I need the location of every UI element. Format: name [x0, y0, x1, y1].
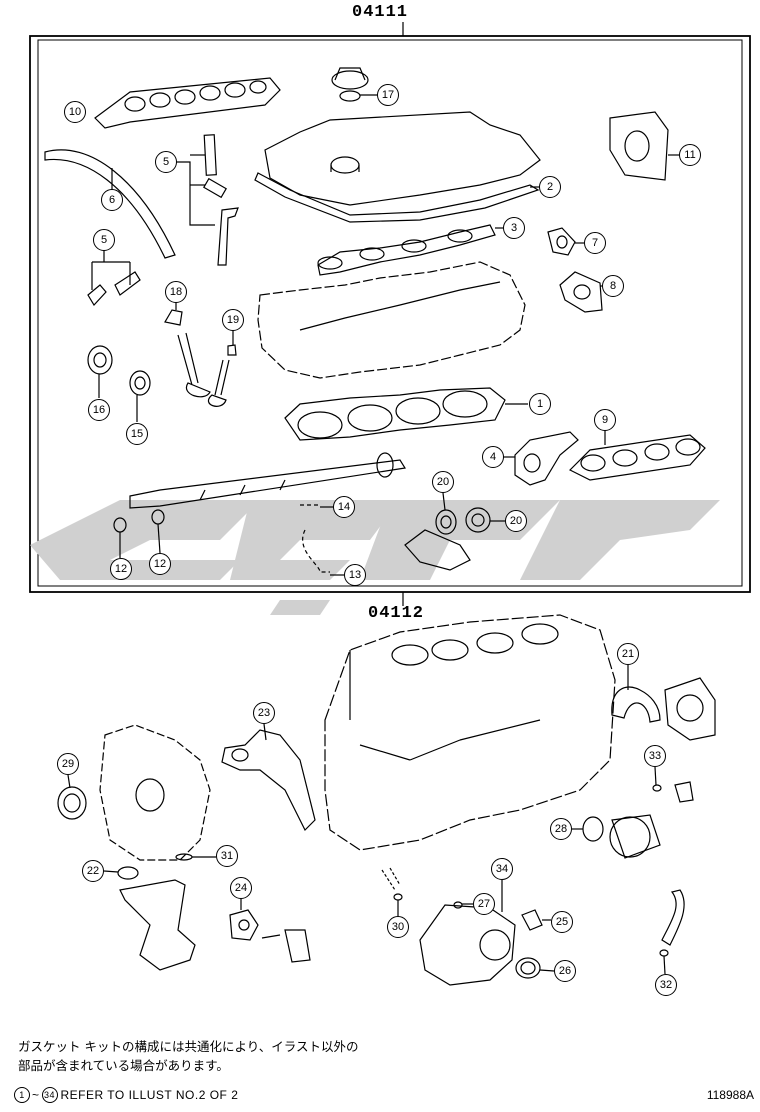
- callout-part-16: 16: [88, 399, 110, 421]
- callout-part-32: 32: [655, 974, 677, 996]
- callout-part-6: 6: [101, 189, 123, 211]
- callout-part-8: 8: [602, 275, 624, 297]
- callout-part-9: 9: [594, 409, 616, 431]
- callout-part-4: 4: [482, 446, 504, 468]
- callout-part-22: 22: [82, 860, 104, 882]
- callout-part-28: 28: [550, 818, 572, 840]
- callout-part-12: 12: [110, 558, 132, 580]
- watermark-logo: [30, 500, 720, 615]
- callout-part-17: 17: [377, 84, 399, 106]
- kit-04111-frame: [29, 35, 751, 593]
- reference-text: REFER TO ILLUST NO.2 OF 2: [60, 1088, 239, 1102]
- callout-part-12: 12: [149, 553, 171, 575]
- reference-note: 1 ~ 34 REFER TO ILLUST NO.2 OF 2: [14, 1087, 238, 1103]
- callout-part-29: 29: [57, 753, 79, 775]
- callout-part-34: 34: [491, 858, 513, 880]
- callout-part-10: 10: [64, 101, 86, 123]
- callout-part-14: 14: [333, 496, 355, 518]
- callout-part-13: 13: [344, 564, 366, 586]
- reference-tilde: ~: [32, 1088, 40, 1102]
- callout-part-21: 21: [617, 643, 639, 665]
- callout-part-24: 24: [230, 877, 252, 899]
- callout-part-31: 31: [216, 845, 238, 867]
- callout-part-25: 25: [551, 911, 573, 933]
- callout-part-18: 18: [165, 281, 187, 303]
- note-line-2: 部品が含まれている場合があります。: [18, 1058, 229, 1073]
- callout-part-1: 1: [529, 393, 551, 415]
- reference-end-number: 34: [41, 1087, 58, 1103]
- callout-part-23: 23: [253, 702, 275, 724]
- callout-part-26: 26: [554, 960, 576, 982]
- callout-part-27: 27: [473, 893, 495, 915]
- reference-start-number: 1: [14, 1087, 30, 1103]
- callout-part-11: 11: [679, 144, 701, 166]
- callout-part-15: 15: [126, 423, 148, 445]
- note-line-1: ガスケット キットの構成には共通化により、イラスト以外の: [18, 1039, 359, 1054]
- callout-part-20: 20: [432, 471, 454, 493]
- callout-part-2: 2: [539, 176, 561, 198]
- part-10: [94, 77, 281, 129]
- kit-04112-code: 04112: [368, 604, 425, 623]
- callout-part-20: 20: [505, 510, 527, 532]
- kit-04111-code: 04111: [352, 3, 409, 22]
- callout-part-7: 7: [584, 232, 606, 254]
- callout-part-30: 30: [387, 916, 409, 938]
- callout-part-5: 5: [155, 151, 177, 173]
- callout-part-3: 3: [503, 217, 525, 239]
- drawing-number: 118988A: [706, 1088, 754, 1102]
- callout-part-33: 33: [644, 745, 666, 767]
- callout-part-5: 5: [93, 229, 115, 251]
- callout-part-19: 19: [222, 309, 244, 331]
